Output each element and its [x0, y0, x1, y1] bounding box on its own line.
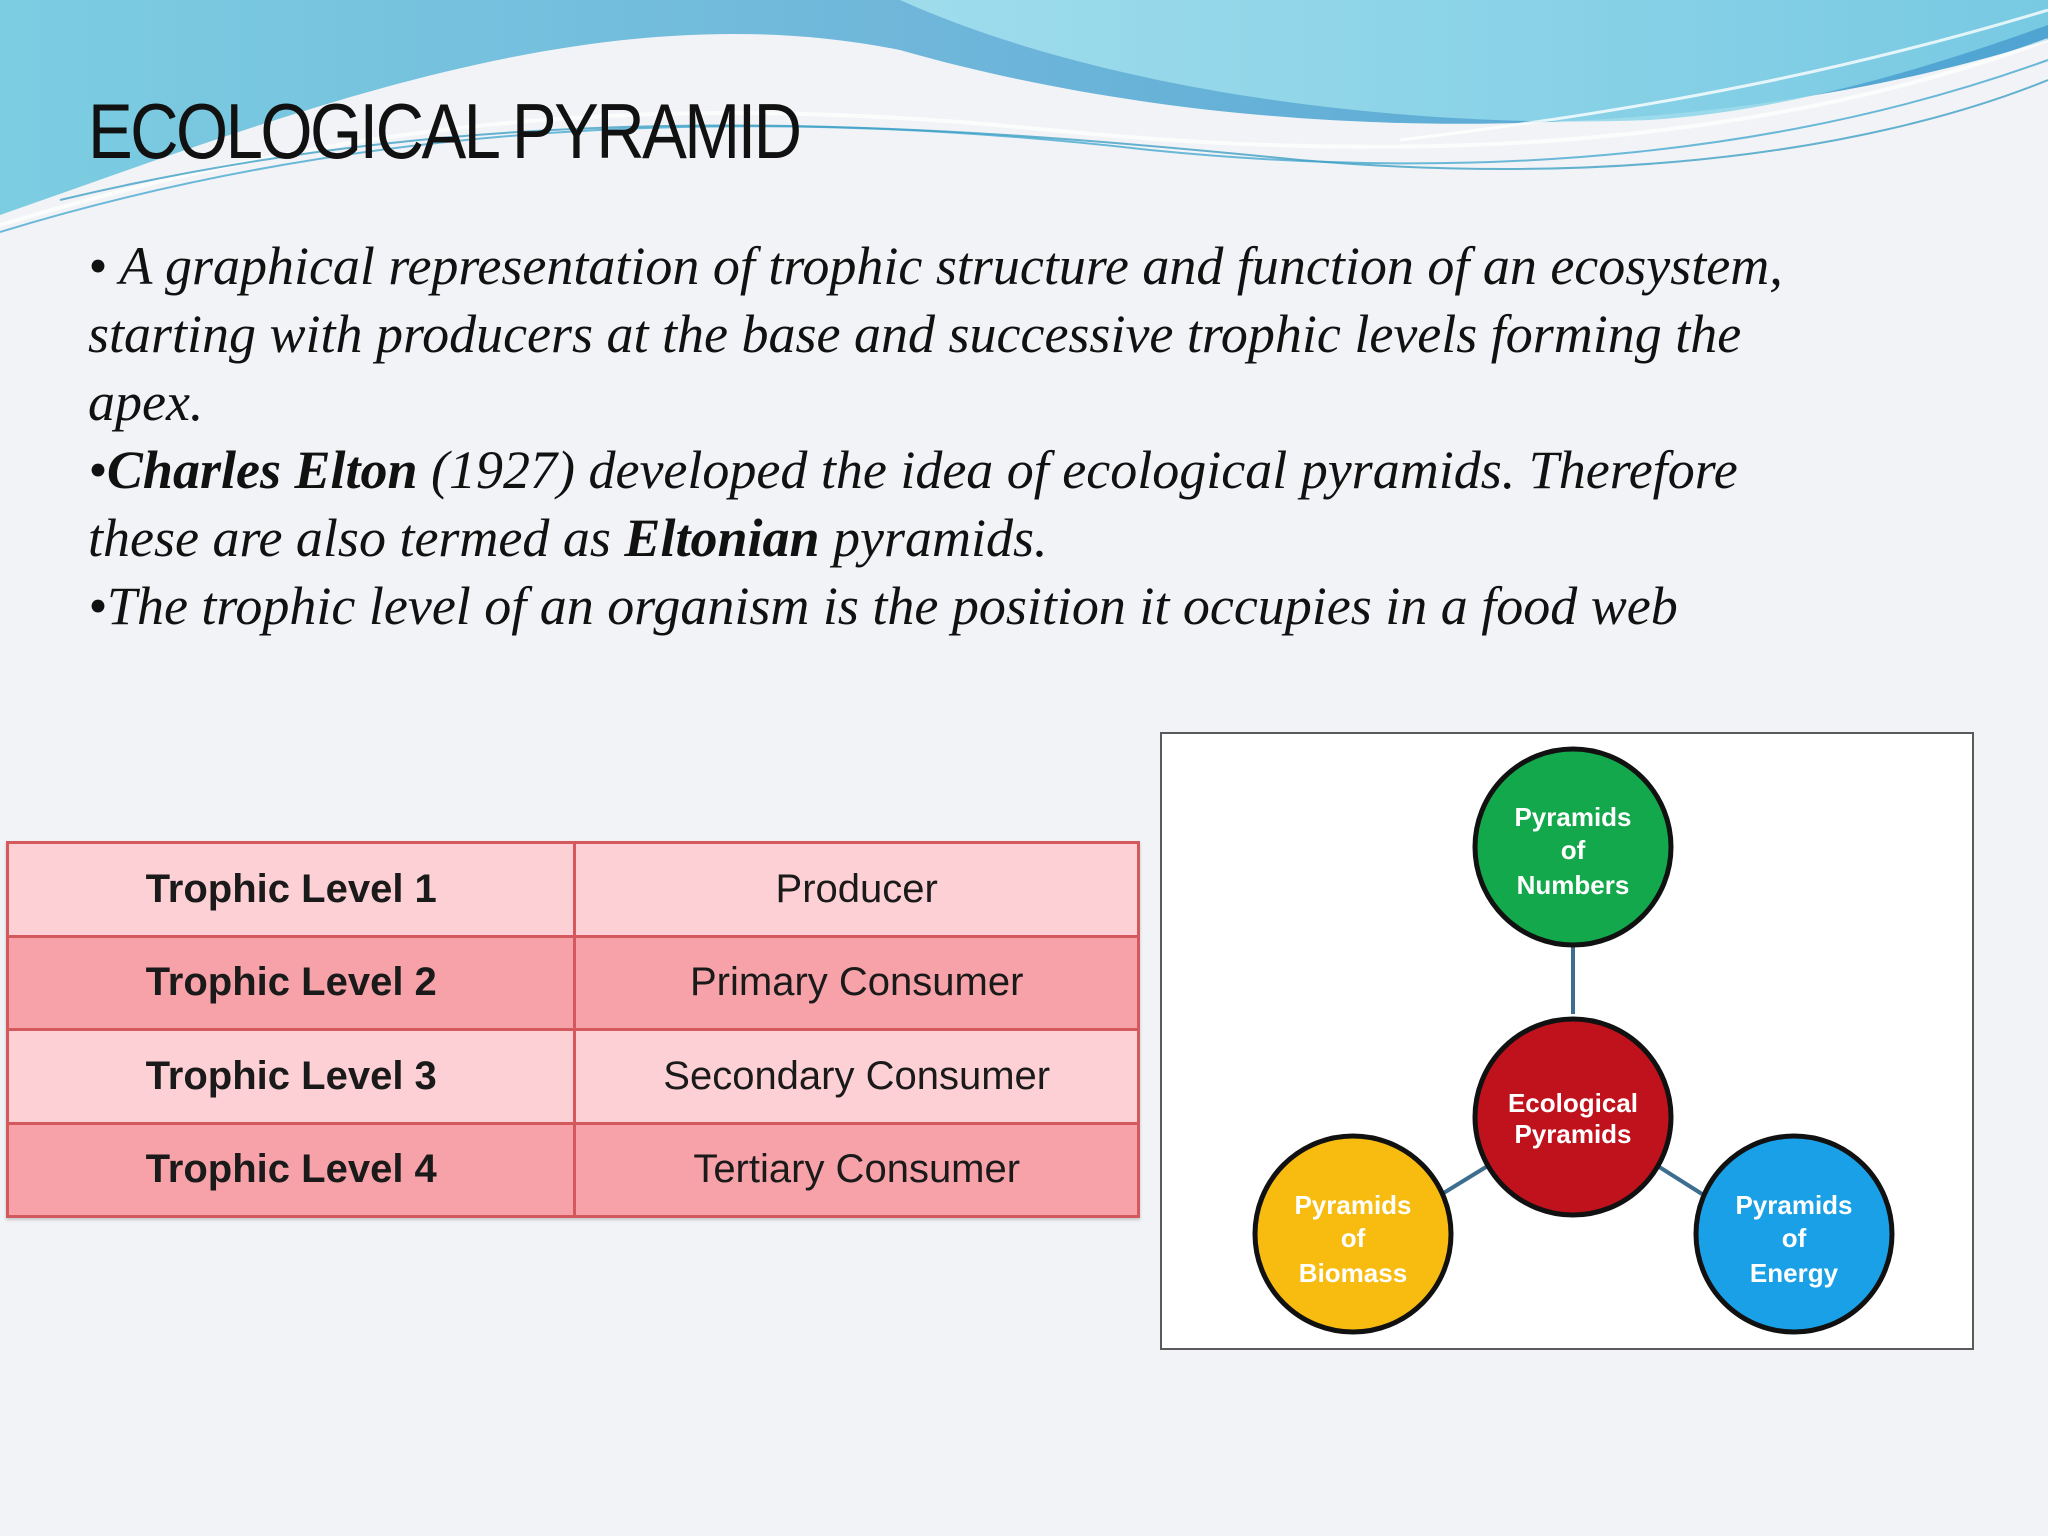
- node-top-line-1: Pyramids: [1514, 802, 1631, 832]
- bullet-3-line-1: •The trophic level of an organism is the…: [88, 572, 1988, 640]
- wave-line-2: [59, 79, 2048, 201]
- bullet-list: • A graphical representation of trophic …: [88, 232, 1988, 640]
- bold-term: Eltonian: [624, 508, 820, 568]
- node-right-line-3: Energy: [1750, 1258, 1839, 1288]
- text-run: starting with producers at the base and …: [88, 304, 1742, 364]
- bullet-1-line-1: • A graphical representation of trophic …: [88, 232, 1988, 300]
- node-right-circle: [1693, 1133, 1895, 1335]
- bullet-1-line-2: starting with producers at the base and …: [88, 300, 1988, 368]
- text-run: (1927) developed the idea of ecological …: [417, 440, 1738, 500]
- node-left-line-2: of: [1341, 1223, 1366, 1253]
- bold-term: Charles Elton: [106, 440, 418, 500]
- node-center-line-1: Ecological: [1508, 1088, 1638, 1118]
- node-center-circle: [1472, 1016, 1674, 1218]
- node-top-line-2: of: [1561, 835, 1586, 865]
- consumer-type-cell: Secondary Consumer: [573, 1028, 1140, 1125]
- node-pyramids-of-biomass: Pyramids of Biomass: [1252, 1133, 1454, 1335]
- text-run: •The trophic level of an organism is the…: [88, 576, 1678, 636]
- node-pyramids-of-numbers: Pyramids of Numbers: [1472, 746, 1674, 948]
- wave-highlight: [0, 38, 2048, 227]
- node-left-line-3: Biomass: [1299, 1258, 1407, 1288]
- trophic-level-cell: Trophic Level 1: [5, 841, 577, 938]
- ecological-pyramids-diagram: Pyramids of Numbers Ecological Pyramids …: [1160, 732, 1974, 1350]
- node-right-line-2: of: [1782, 1223, 1807, 1253]
- wave-band-light: [900, 0, 2048, 122]
- trophic-level-cell: Trophic Level 4: [5, 1121, 577, 1218]
- wave-line-1: [0, 59, 2048, 233]
- consumer-type-cell: Tertiary Consumer: [573, 1121, 1140, 1218]
- bullet-2-line-1: •Charles Elton (1927) developed the idea…: [88, 436, 1988, 504]
- header-wave-decoration: [0, 0, 2048, 233]
- node-right-line-1: Pyramids: [1735, 1190, 1852, 1220]
- node-top-line-3: Numbers: [1517, 870, 1630, 900]
- node-top-circle: [1472, 746, 1674, 948]
- text-run: these are also termed as: [88, 508, 625, 568]
- bullet-2-line-2: these are also termed as Eltonian pyrami…: [88, 504, 1988, 572]
- text-run: •: [88, 440, 107, 500]
- text-run: pyramids.: [819, 508, 1048, 568]
- node-pyramids-of-energy: Pyramids of Energy: [1693, 1133, 1895, 1335]
- trophic-level-cell: Trophic Level 2: [5, 934, 577, 1031]
- node-center-line-2: Pyramids: [1514, 1119, 1631, 1149]
- node-ecological-pyramids: Ecological Pyramids: [1472, 1016, 1674, 1218]
- pyramids-diagram-svg: Pyramids of Numbers Ecological Pyramids …: [1252, 746, 1895, 1335]
- node-left-circle: [1252, 1133, 1454, 1335]
- text-run: apex.: [88, 372, 204, 432]
- consumer-type-cell: Producer: [573, 841, 1140, 938]
- consumer-type-cell: Primary Consumer: [573, 934, 1140, 1031]
- node-left-line-1: Pyramids: [1294, 1190, 1411, 1220]
- wave-line-3: [1399, 8, 2048, 142]
- trophic-level-cell: Trophic Level 3: [5, 1028, 577, 1125]
- slide-title: ECOLOGICAL PYRAMID: [88, 87, 802, 175]
- text-run: • A graphical representation of trophic …: [88, 236, 1783, 296]
- bullet-1-line-3: apex.: [88, 368, 1988, 436]
